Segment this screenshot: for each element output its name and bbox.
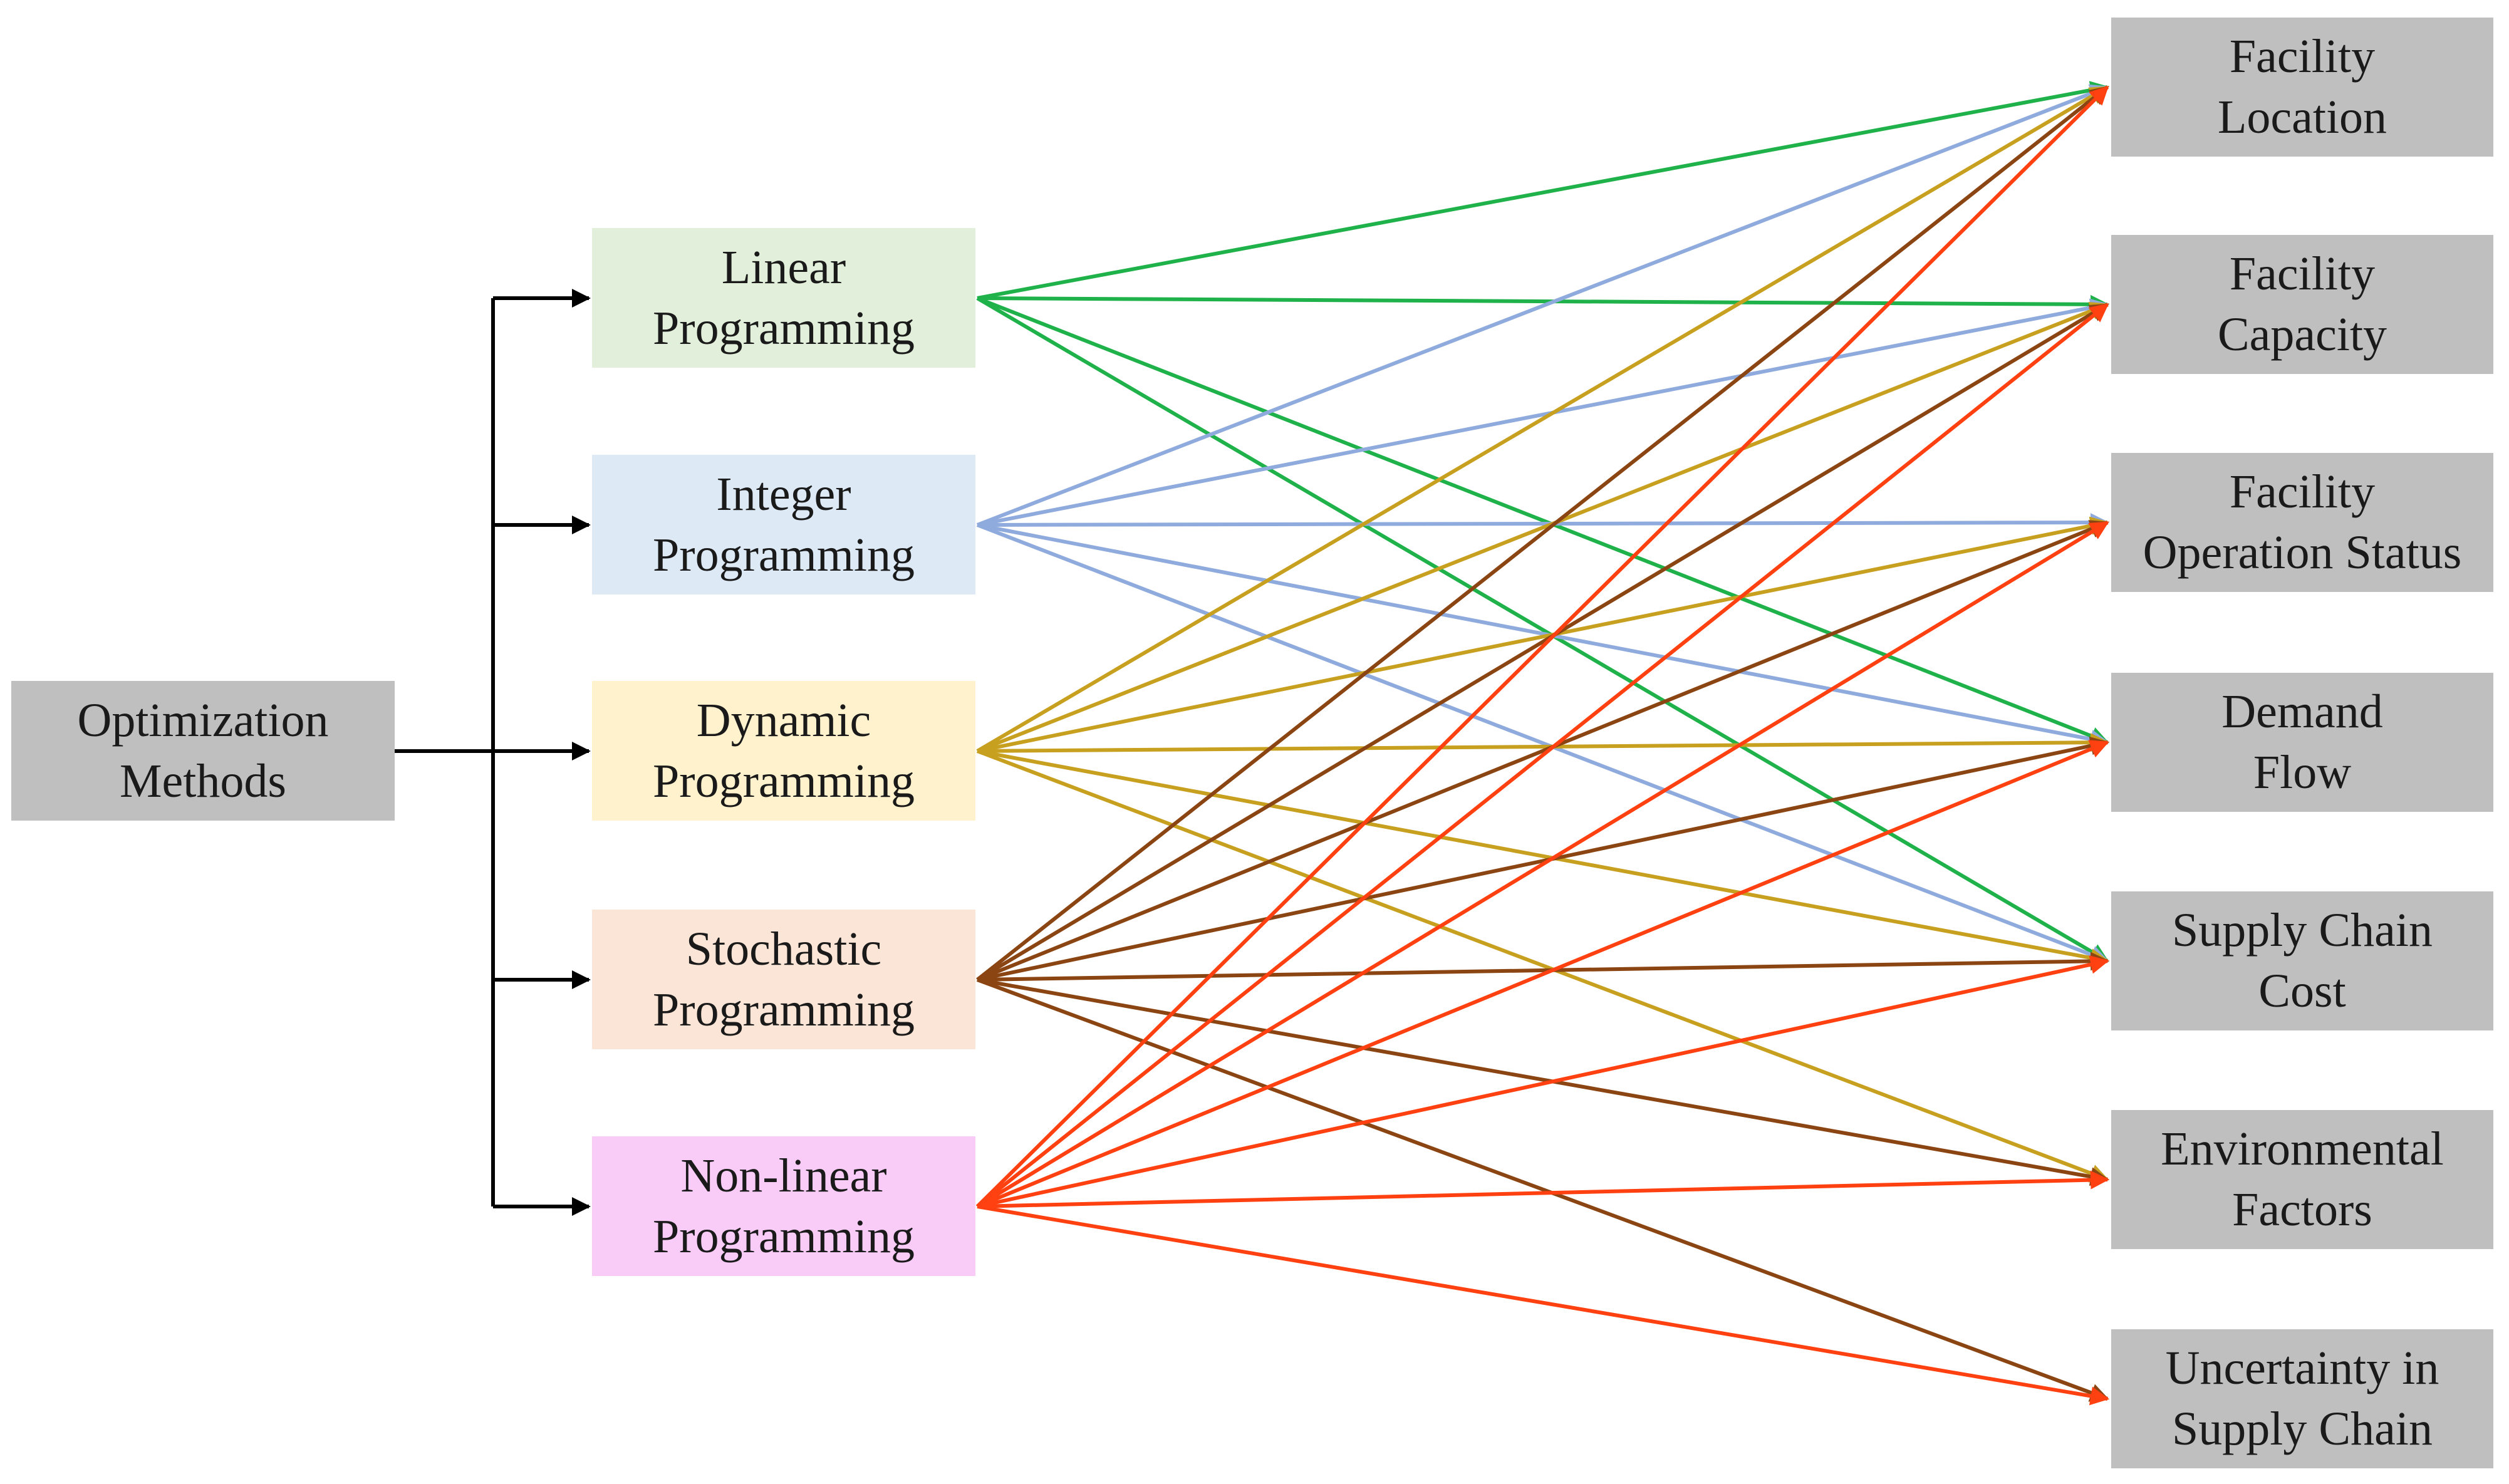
link-arrow	[976, 301, 2109, 753]
root-node-optimization-methods: Optimization Methods	[11, 681, 395, 821]
link-arrow	[977, 81, 2109, 300]
link-arrow	[977, 955, 2109, 1208]
target-label: Demand Flow	[2221, 685, 2383, 799]
method-label: Dynamic Programming	[653, 693, 915, 807]
link-arrow	[976, 303, 2109, 1208]
method-label: Integer Programming	[653, 467, 915, 581]
link-arrow	[977, 294, 2109, 314]
method-label: Stochastic Programming	[653, 922, 915, 1036]
link-arrow	[977, 952, 2109, 982]
link-arrow	[977, 978, 2109, 1186]
target-node-uncertainty-in-supply-chain: Uncertainty in Supply Chain	[2111, 1329, 2493, 1468]
target-label: Environmental Factors	[2161, 1123, 2444, 1236]
link-arrow	[976, 740, 2109, 1208]
link-arrow	[977, 523, 2109, 749]
method-label: Linear Programming	[653, 241, 915, 355]
target-node-environmental-factors: Environmental Factors	[2111, 1110, 2493, 1249]
method-node-linear-programming: Linear Programming	[592, 228, 975, 368]
method-node-integer-programming: Integer Programming	[592, 455, 975, 594]
target-node-facility-location: Facility Location	[2111, 18, 2493, 157]
link-arrow	[977, 298, 2109, 527]
link-arrow	[976, 749, 2109, 1183]
target-label: Facility Location	[2217, 30, 2387, 143]
link-arrow	[976, 303, 2109, 982]
link-arrow	[977, 749, 2109, 967]
method-node-dynamic-programming: Dynamic Programming	[592, 681, 975, 821]
link-arrow	[976, 85, 2109, 753]
target-label: Facility Operation Status	[2143, 465, 2462, 579]
method-label: Non-linear Programming	[653, 1149, 915, 1263]
root-node-label: Optimization Methods	[77, 693, 329, 807]
link-arrow	[977, 736, 2109, 982]
target-label: Uncertainty in Supply Chain	[2165, 1342, 2439, 1455]
target-node-supply-chain-cost: Supply Chain Cost	[2111, 891, 2493, 1030]
link-arrow	[976, 523, 2109, 964]
tree-connectors	[395, 289, 591, 1216]
target-node-facility-operation-status: Facility Operation Status	[2111, 453, 2493, 592]
link-arrow	[976, 978, 2109, 1402]
target-node-facility-capacity: Facility Capacity	[2111, 235, 2493, 374]
link-arrow	[977, 1170, 2109, 1208]
method-node-non-linear-programming: Non-linear Programming	[592, 1136, 975, 1276]
target-label: Supply Chain Cost	[2172, 904, 2433, 1017]
link-arrow	[977, 516, 2109, 753]
method-target-links	[975, 81, 2109, 1406]
link-arrow	[976, 296, 2109, 745]
link-arrow	[977, 733, 2109, 753]
link-arrow	[977, 513, 2109, 532]
link-arrow	[976, 520, 2109, 982]
method-node-stochastic-programming: Stochastic Programming	[592, 910, 975, 1049]
target-label: Facility Capacity	[2217, 247, 2387, 361]
link-arrow	[976, 296, 2109, 963]
link-arrow	[975, 85, 2109, 1208]
link-arrow	[976, 521, 2109, 1208]
link-arrow	[976, 84, 2109, 527]
link-arrow	[977, 1205, 2109, 1406]
target-node-demand-flow: Demand Flow	[2111, 673, 2493, 812]
link-arrow	[976, 85, 2109, 982]
